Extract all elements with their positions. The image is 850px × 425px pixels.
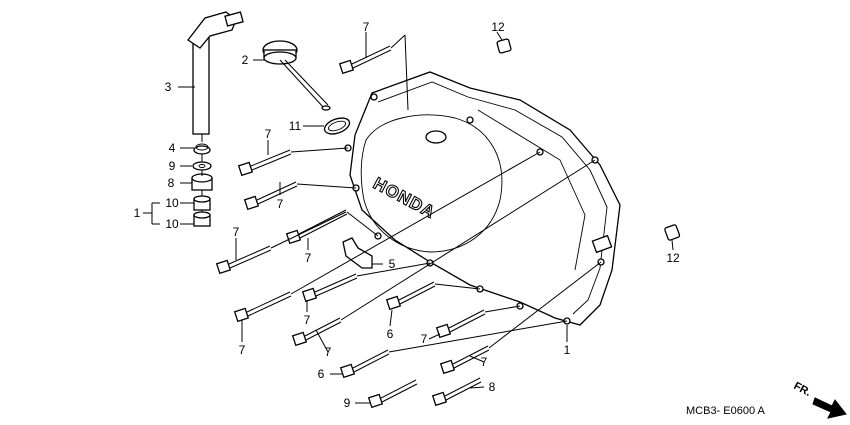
callout-7: 7 (481, 355, 488, 369)
callout-7: 7 (239, 343, 246, 357)
callout-7: 7 (363, 20, 370, 34)
leader-lines (201, 34, 602, 353)
bolt-g (291, 317, 342, 347)
bolt-j (339, 349, 390, 379)
bolt-c (285, 209, 348, 245)
front-direction-marker: FR. (792, 380, 847, 419)
callout-10: 8 (168, 176, 175, 190)
bolt-i (435, 309, 486, 339)
needle-bearing-9a (193, 195, 211, 211)
callout-7: 7 (277, 197, 284, 211)
oil-filler-cap (262, 40, 331, 111)
callout-7: 7 (304, 313, 311, 327)
callout-7: 8 (489, 380, 496, 394)
front-label: FR. (792, 380, 813, 399)
bolt-upper (338, 45, 392, 75)
clutch-lifter-rod (187, 11, 244, 135)
callout-2: 2 (242, 53, 249, 67)
callout-12: 12 (666, 251, 680, 265)
cable-stay (342, 237, 373, 269)
callout-1: 1 (134, 206, 141, 220)
bolt-e (301, 273, 358, 303)
needle-bearing-9b (193, 211, 211, 227)
callout-labels: 7 12 2 3 11 7 4 9 8 10 7 1 10 7 7 12 5 7… (134, 20, 680, 410)
washer-8 (192, 161, 212, 171)
callout-7: 7 (421, 332, 428, 346)
callout-4: 4 (169, 141, 176, 155)
callout-pointers (143, 31, 674, 404)
o-ring (323, 117, 351, 135)
bearing-10 (191, 173, 213, 191)
clutch-cover: HONDA (344, 71, 621, 326)
dowel-pin-upper (496, 38, 512, 54)
bolt-f (233, 291, 292, 323)
bolt-h (385, 281, 436, 311)
dowel-pin-right (664, 224, 681, 241)
bolt-k (439, 345, 490, 375)
callout-9: 10 (165, 217, 179, 231)
callout-9: 10 (165, 196, 179, 210)
oil-seal-4 (193, 143, 211, 155)
front-arrow-icon (812, 397, 847, 419)
callout-11: 11 (289, 119, 302, 133)
bolt-b (243, 181, 298, 211)
callout-6: 6 (387, 327, 394, 341)
bolt-m (431, 377, 482, 407)
callout-5: 5 (389, 257, 396, 271)
callout-7: 7 (265, 127, 272, 141)
callout-7: 7 (233, 225, 240, 239)
drawing-code: MCB3- E0600 A (686, 405, 766, 417)
callout-8: 9 (169, 159, 176, 173)
bolt-d (215, 245, 272, 275)
bolt-l (367, 379, 418, 409)
callout-7: 9 (344, 396, 351, 410)
callout-6: 6 (318, 367, 325, 381)
callout-12: 12 (491, 20, 505, 34)
callout-7: 7 (305, 251, 312, 265)
callout-3: 3 (165, 80, 172, 94)
bolt-a (237, 149, 292, 177)
callout-1: 1 (564, 343, 571, 357)
callout-7: 7 (325, 345, 332, 359)
